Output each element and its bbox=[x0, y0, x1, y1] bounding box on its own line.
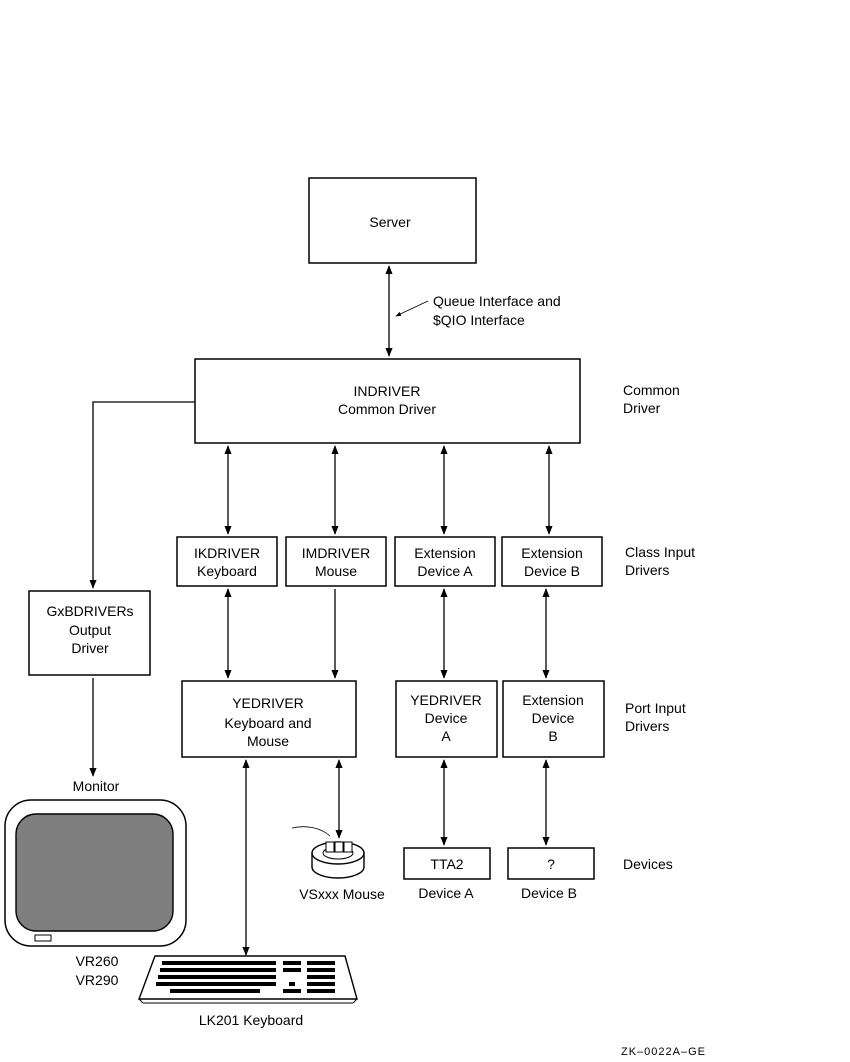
device-a-caption: Device A bbox=[418, 885, 474, 901]
ikdriver-title: IKDRIVER bbox=[194, 545, 260, 561]
monitor-model-2: VR290 bbox=[76, 972, 119, 988]
device-b-label: ? bbox=[547, 856, 555, 872]
yedriver-km-box: YEDRIVER Keyboard and Mouse bbox=[181, 680, 357, 758]
yedriver-a-title: YEDRIVER bbox=[410, 692, 482, 708]
port-ext-b-title: Extension bbox=[522, 692, 583, 708]
gxbdrivers-box: GxBDRIVERs Output Driver bbox=[28, 590, 151, 676]
class-ext-a-box: Extension Device A bbox=[394, 536, 496, 587]
ikdriver-subtitle: Keyboard bbox=[197, 563, 257, 579]
yedriver-km-line2: Keyboard and bbox=[224, 715, 311, 731]
yedriver-a-line2: Device bbox=[425, 710, 468, 726]
class-ext-a-title: Extension bbox=[414, 545, 475, 561]
yedriver-km-line3: Mouse bbox=[247, 733, 289, 749]
imdriver-subtitle: Mouse bbox=[315, 563, 357, 579]
device-b-caption: Device B bbox=[521, 885, 577, 901]
gxbdrivers-line3: Driver bbox=[71, 640, 109, 656]
layer-label-class-2: Drivers bbox=[625, 562, 669, 578]
indriver-subtitle: Common Driver bbox=[338, 401, 436, 417]
gxbdrivers-line2: Output bbox=[69, 622, 111, 638]
interface-note-line1: Queue Interface and bbox=[433, 293, 561, 309]
yedriver-a-line3: A bbox=[441, 728, 451, 744]
keyboard-icon bbox=[137, 955, 358, 1004]
server-box: Server bbox=[308, 177, 477, 264]
port-ext-b-line3: B bbox=[548, 728, 557, 744]
server-label: Server bbox=[369, 214, 411, 230]
figure-code: ZK–0022A–GE bbox=[621, 1046, 706, 1058]
class-ext-b-subtitle: Device B bbox=[524, 563, 580, 579]
imdriver-title: IMDRIVER bbox=[302, 545, 370, 561]
class-ext-a-subtitle: Device A bbox=[417, 563, 473, 579]
port-ext-b-line2: Device bbox=[532, 710, 575, 726]
layer-label-common-2: Driver bbox=[623, 400, 661, 416]
layer-label-devices: Devices bbox=[623, 856, 673, 872]
monitor-icon bbox=[4, 799, 187, 947]
port-ext-b-box: Extension Device B bbox=[502, 680, 605, 758]
mouse-caption: VSxxx Mouse bbox=[299, 886, 385, 902]
class-ext-b-box: Extension Device B bbox=[501, 536, 603, 587]
monitor-model-1: VR260 bbox=[76, 953, 119, 969]
tta2-box: TTA2 bbox=[403, 847, 491, 880]
monitor-label: Monitor bbox=[73, 778, 120, 794]
keyboard-caption: LK201 Keyboard bbox=[199, 1012, 303, 1028]
indriver-box: INDRIVER Common Driver bbox=[194, 358, 581, 444]
yedriver-a-box: YEDRIVER Device A bbox=[395, 680, 498, 758]
interface-note-line2: $QIO Interface bbox=[433, 312, 525, 328]
indriver-title: INDRIVER bbox=[354, 383, 421, 399]
mouse-icon bbox=[291, 826, 365, 879]
device-b-box: ? bbox=[507, 847, 595, 880]
interface-pointer bbox=[395, 300, 429, 317]
gxbdrivers-title: GxBDRIVERs bbox=[46, 603, 133, 619]
class-ext-b-title: Extension bbox=[521, 545, 582, 561]
layer-label-class-1: Class Input bbox=[625, 544, 695, 560]
layer-label-port-1: Port Input bbox=[625, 700, 686, 716]
tta2-label: TTA2 bbox=[430, 856, 463, 872]
indriver-output-arrow bbox=[89, 401, 195, 589]
ikdriver-box: IKDRIVER Keyboard bbox=[176, 536, 278, 587]
yedriver-km-title: YEDRIVER bbox=[232, 695, 304, 711]
layer-label-common-1: Common bbox=[623, 382, 680, 398]
imdriver-box: IMDRIVER Mouse bbox=[285, 536, 387, 587]
layer-label-port-2: Drivers bbox=[625, 718, 669, 734]
